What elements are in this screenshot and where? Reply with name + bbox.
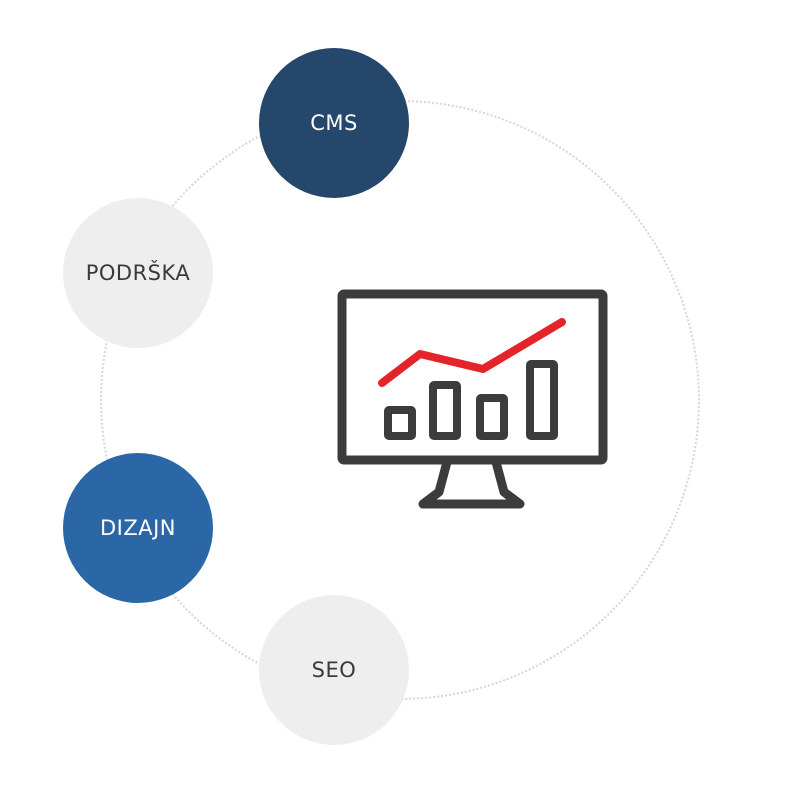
- node-cms-label: CMS: [310, 111, 358, 135]
- monitor-chart-icon: [337, 289, 608, 509]
- node-dizajn-label: DIZAJN: [99, 516, 177, 540]
- bar-3: [476, 394, 508, 440]
- bar-chart-bars: [384, 360, 558, 440]
- bar-4: [526, 360, 558, 440]
- node-podrska[interactable]: PODRŠKA: [63, 198, 213, 348]
- bar-1: [384, 406, 416, 440]
- bar-2: [429, 381, 461, 440]
- node-cms[interactable]: CMS: [259, 48, 409, 198]
- node-seo[interactable]: SEO: [259, 595, 409, 745]
- node-podrska-label: PODRŠKA: [85, 261, 191, 285]
- node-seo-label: SEO: [311, 658, 357, 682]
- node-dizajn[interactable]: DIZAJN: [63, 453, 213, 603]
- trend-line: [378, 318, 566, 387]
- monitor-frame: [337, 289, 608, 509]
